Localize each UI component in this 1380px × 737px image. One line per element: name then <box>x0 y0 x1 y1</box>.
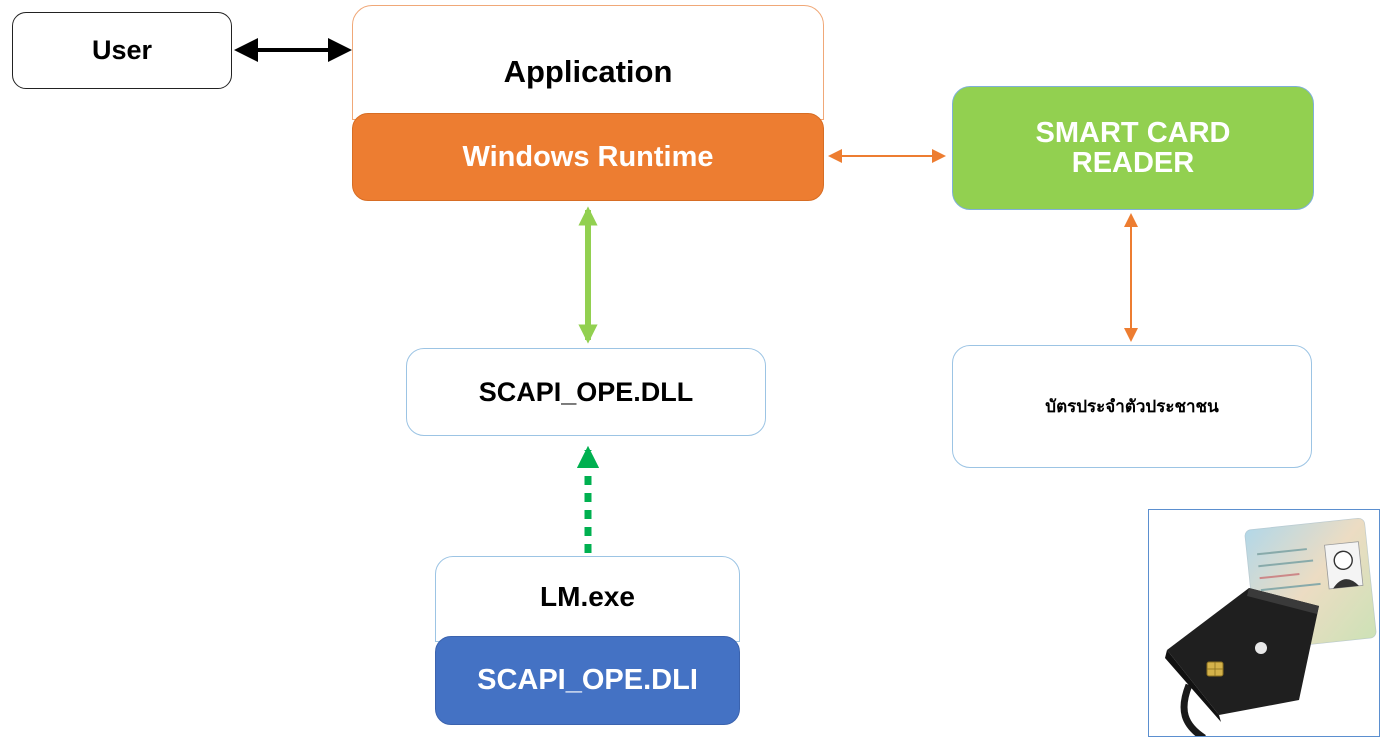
windows-runtime-node: Windows Runtime <box>352 113 824 201</box>
lm-exe-node: LM.exe <box>435 556 740 642</box>
id-card-label: บัตรประจำตัวประชาชน <box>1045 397 1219 416</box>
scapi-dli-label: SCAPI_OPE.DLI <box>477 664 698 696</box>
smart-card-reader-label-line1: SMART CARD <box>1035 116 1231 149</box>
application-label: Application <box>503 54 673 89</box>
scapi-dll-node: SCAPI_OPE.DLL <box>406 348 766 436</box>
user-node: User <box>12 12 232 89</box>
smart-card-reader-label-line2: READER <box>1071 147 1195 179</box>
id-card-node: บัตรประจำตัวประชาชน <box>952 345 1312 468</box>
lm-exe-label: LM.exe <box>540 581 635 612</box>
scapi-dll-label: SCAPI_OPE.DLL <box>478 376 694 407</box>
windows-runtime-label: Windows Runtime <box>462 140 714 173</box>
smart-card-reader-illustration <box>1165 518 1377 736</box>
application-node: Application <box>352 5 824 120</box>
smart-card-reader-node: SMART CARD READER <box>952 86 1314 210</box>
scapi-dli-node: SCAPI_OPE.DLI <box>435 636 740 725</box>
smart-card-reader-photo <box>1148 509 1380 737</box>
user-label: User <box>91 35 153 65</box>
